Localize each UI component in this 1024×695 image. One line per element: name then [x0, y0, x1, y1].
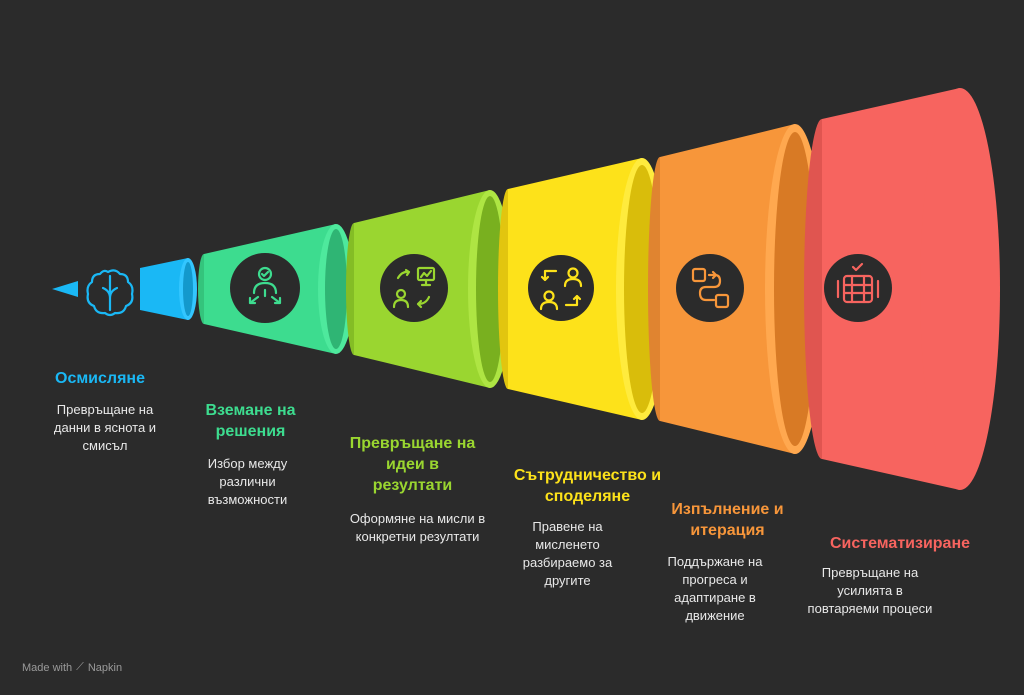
stage-4-title: Сътрудничество и споделяне: [513, 467, 662, 505]
stage-3-title: Превръщане на идеи в резултати: [349, 435, 476, 494]
stage-6-description: Превръщане на усилията в повтаряеми проц…: [807, 565, 933, 616]
stage-2-title: Вземане на решения: [205, 402, 296, 440]
idea-to-result-icon: [380, 254, 448, 322]
funnel-segment-1: [140, 258, 197, 320]
stage-1-title: Осмисляне: [55, 370, 145, 387]
stage-5-title: Изпълнение и итерация: [671, 501, 784, 539]
people-exchange-icon: [528, 255, 594, 321]
stage-6-title: Систематизиране: [829, 535, 971, 552]
workflow-loop-icon: [676, 254, 744, 322]
stage-1-description: Превръщане на данни в яснота и смисъл: [53, 402, 157, 453]
brain-icon: [86, 269, 134, 317]
decision-person-arrows-icon: [230, 253, 300, 323]
stage-4-description: Правене на мисленето разбираемо за други…: [522, 519, 613, 588]
stage-3-description: Оформяне на мисли в конкретни резултати: [349, 511, 486, 544]
made-with-napkin-footer[interactable]: Made with ⟋ Napkin: [22, 661, 122, 674]
server-rack-check-icon: [824, 254, 892, 322]
funnel-tip: [52, 281, 78, 297]
napkin-brand-label: Napkin: [87, 661, 123, 674]
made-with-label: Made with: [22, 661, 73, 674]
stage-2-description: Избор между различни възможности: [207, 456, 288, 507]
napkin-logo-icon: ⟋: [76, 661, 84, 673]
stage-5-description: Поддържане на прогреса и адаптиране в дв…: [667, 554, 763, 623]
